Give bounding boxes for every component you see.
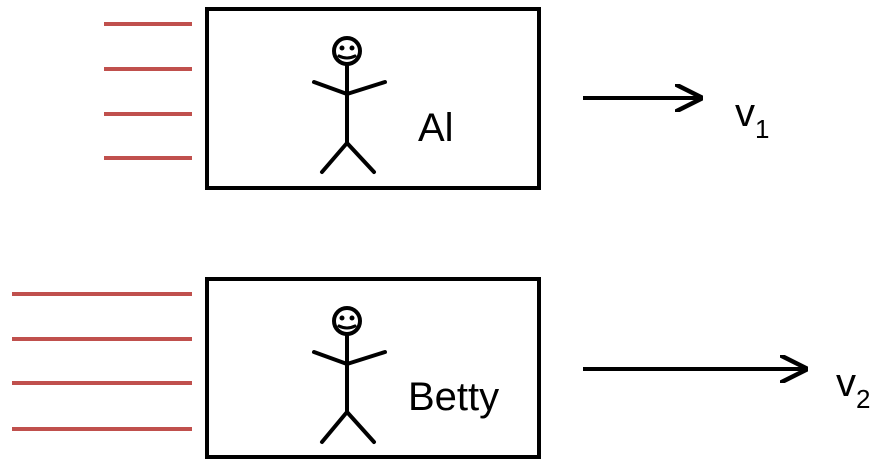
al-velocity-subscript: 1 xyxy=(755,114,769,144)
betty-velocity-label: v2 xyxy=(836,361,870,414)
betty-velocity-symbol: v xyxy=(836,361,856,405)
betty-velocity-subscript: 2 xyxy=(856,384,870,414)
betty-motion-lines xyxy=(12,292,192,431)
betty-name-label: Betty xyxy=(408,375,499,419)
al-box xyxy=(205,7,541,190)
betty-group: Betty v2 xyxy=(12,277,870,459)
al-group: Al v1 xyxy=(104,7,769,190)
al-stick-figure-icon xyxy=(312,36,387,174)
betty-box xyxy=(205,277,541,459)
al-name-label: Al xyxy=(418,106,454,150)
al-velocity-symbol: v xyxy=(735,91,755,135)
al-motion-lines xyxy=(104,22,192,160)
betty-stick-figure-icon xyxy=(312,306,387,444)
al-velocity-label: v1 xyxy=(735,91,769,144)
